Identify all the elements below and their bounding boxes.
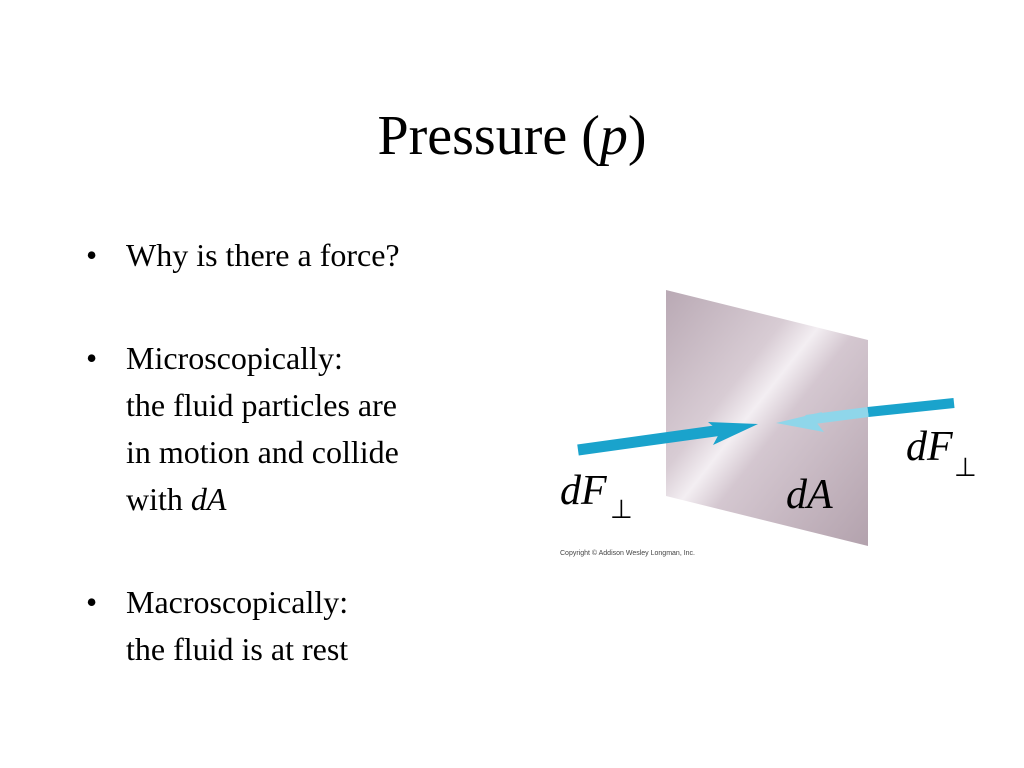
pressure-diagram: dF ⊥ dF ⊥ dA: [560, 290, 977, 546]
title-text: Pressure (: [377, 105, 600, 167]
bullet-dot: •: [86, 340, 98, 376]
bullet-text: the fluid is at rest: [126, 631, 349, 667]
copyright-notice: Copyright © Addison Wesley Longman, Inc.: [560, 550, 695, 557]
area-label: dA: [786, 472, 833, 518]
bullet-text: in motion and collide: [126, 434, 399, 470]
bullet-dot: •: [86, 237, 98, 273]
area-plate: [666, 290, 868, 546]
bullet-text: Microscopically:: [126, 340, 343, 376]
right-force-arrow: [776, 398, 955, 432]
left-force-label: dF: [560, 468, 607, 514]
bullet-text-prefix: with: [126, 481, 191, 517]
bullet-text-last: with dA: [126, 476, 504, 523]
bullet-text: Macroscopically:: [126, 584, 349, 620]
left-perp-symbol: ⊥: [610, 495, 633, 525]
left-force-arrow: [577, 422, 758, 456]
right-force-label: dF: [906, 424, 953, 470]
bullet-item: • Macroscopically: the fluid is at rest: [84, 579, 504, 673]
title-close: ): [627, 105, 647, 167]
bullet-dot: •: [86, 584, 98, 620]
bullet-list: • Why is there a force? • Microscopicall…: [84, 232, 504, 673]
right-perp-symbol: ⊥: [954, 453, 977, 483]
bullet-text-italic: dA: [190, 481, 227, 517]
bullet-text: the fluid particles are: [126, 387, 397, 423]
title-variable: p: [599, 105, 628, 167]
slide-title: Pressure (p): [0, 100, 1024, 172]
bullet-item: • Microscopically: the fluid particles a…: [84, 335, 504, 523]
bullet-item: • Why is there a force?: [84, 232, 504, 279]
bullet-text: Why is there a force?: [126, 237, 400, 273]
